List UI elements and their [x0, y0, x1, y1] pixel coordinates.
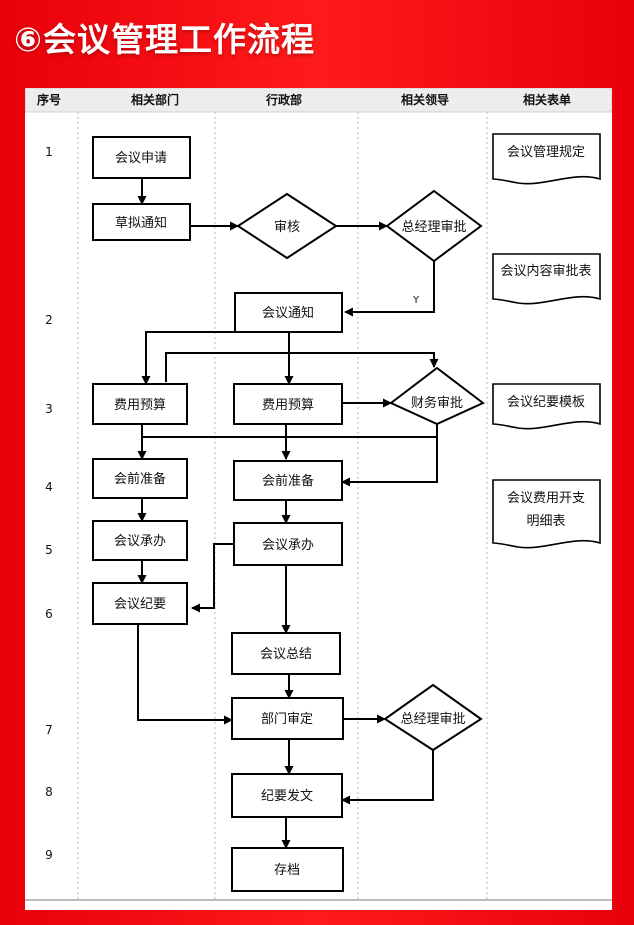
node-meeting-apply: 会议申请 — [115, 151, 167, 166]
decision-diamonds — [236, 189, 485, 752]
process-boxes — [92, 136, 344, 892]
form-expense-detail-line1: 会议费用开支 — [507, 491, 585, 506]
node-admin-budget: 费用预算 — [262, 398, 314, 413]
page-title: ⑥会议管理工作流程 — [14, 20, 315, 59]
node-dept-review: 部门审定 — [261, 712, 313, 727]
node-gm-approval-1: 总经理审批 — [401, 220, 466, 235]
node-summary: 会议总结 — [260, 647, 312, 662]
node-review: 审核 — [274, 220, 300, 235]
row-number-5: 5 — [45, 543, 53, 557]
row-number-3: 3 — [45, 402, 53, 416]
row-number-1: 1 — [45, 145, 53, 159]
node-meeting-notice: 会议通知 — [262, 305, 314, 321]
row-number-2: 2 — [45, 313, 53, 327]
node-finance-approval: 财务审批 — [411, 395, 463, 411]
swimlane-dividers — [77, 112, 488, 900]
column-header-seq: 序号 — [37, 92, 61, 107]
node-admin-host: 会议承办 — [262, 538, 314, 553]
node-publish: 纪要发文 — [261, 788, 313, 804]
row-number-6: 6 — [45, 607, 53, 621]
node-dept-budget: 费用预算 — [114, 398, 166, 413]
flowchart-sheet: 序号 相关部门 行政部 相关领导 相关表单 1 2 3 4 5 6 7 8 9 — [25, 88, 612, 910]
row-number-8: 8 — [45, 785, 53, 799]
row-number-7: 7 — [45, 723, 53, 737]
node-dept-host: 会议承办 — [114, 534, 166, 549]
node-gm-approval-2: 总经理审批 — [400, 712, 465, 727]
form-documents — [492, 133, 601, 549]
form-meeting-rules: 会议管理规定 — [507, 145, 585, 160]
form-labels: 会议管理规定 会议内容审批表 会议纪要模板 会议费用开支 明细表 — [500, 145, 591, 529]
node-dept-prep: 会前准备 — [114, 471, 166, 487]
form-minutes-template: 会议纪要模板 — [507, 395, 585, 410]
row-number-9: 9 — [45, 848, 53, 862]
column-header-dept: 相关部门 — [131, 92, 179, 107]
form-expense-detail-line2: 明细表 — [526, 514, 565, 529]
node-labels: 会议申请 草拟通知 审核 总经理审批 会议通知 费用预算 费用预算 财务审批 会… — [114, 151, 467, 878]
form-content-approval: 会议内容审批表 — [500, 263, 591, 279]
node-draft-notice: 草拟通知 — [115, 215, 167, 231]
row-number-4: 4 — [45, 480, 53, 494]
node-admin-prep: 会前准备 — [262, 473, 314, 489]
column-header-admin: 行政部 — [265, 92, 302, 107]
connectors — [137, 178, 439, 849]
column-header-forms: 相关表单 — [523, 92, 571, 107]
node-archive: 存档 — [274, 863, 300, 878]
node-minutes: 会议纪要 — [114, 597, 166, 612]
column-header-leader: 相关领导 — [401, 92, 449, 107]
header-bar — [25, 88, 612, 113]
yes-label: Y — [412, 295, 420, 306]
flowchart-canvas: 序号 相关部门 行政部 相关领导 相关表单 1 2 3 4 5 6 7 8 9 — [25, 88, 612, 901]
